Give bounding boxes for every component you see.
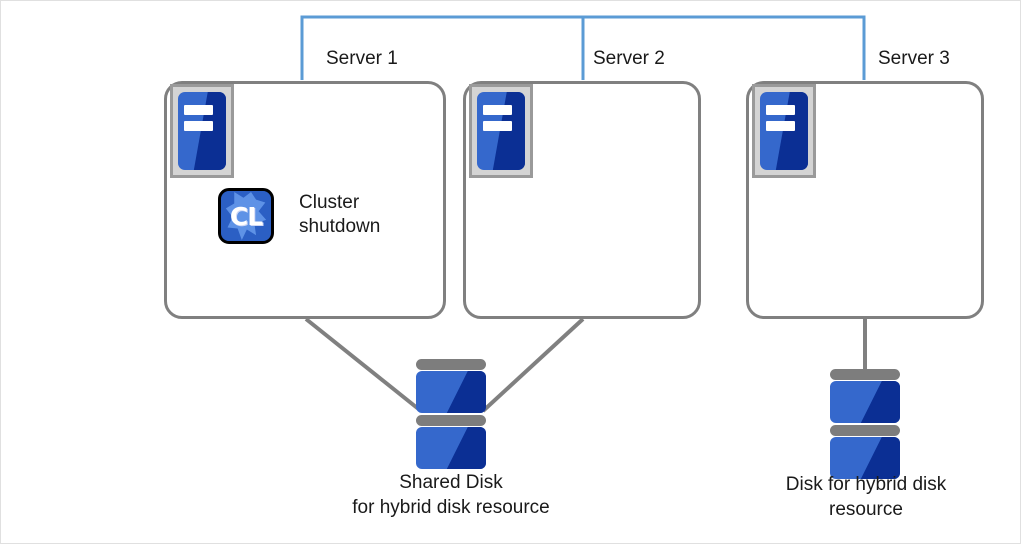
- disk-body-1: [416, 371, 486, 413]
- disk-shade: [446, 427, 486, 469]
- disk-platter-bar-2: [416, 415, 486, 426]
- server-icon-1: [170, 84, 234, 178]
- connector-server1-shared-disk: [304, 317, 423, 413]
- cl-icon-text: CL: [229, 201, 263, 231]
- server-label-1: Server 1: [326, 48, 398, 69]
- disk-platter-bar-1: [416, 359, 486, 370]
- server-label-2: Server 2: [593, 48, 665, 69]
- server-icon-2: [469, 84, 533, 178]
- server-icon-shade: [775, 92, 808, 170]
- server-icon-bar-2: [183, 120, 213, 131]
- local-disk-icon[interactable]: [830, 369, 900, 479]
- server-icon-shade: [193, 92, 226, 170]
- server-icon-bar-1: [765, 105, 795, 116]
- disk-shade: [446, 371, 486, 413]
- cluster-shutdown-icon[interactable]: CL: [218, 188, 274, 244]
- shared-disk-icon[interactable]: [416, 359, 486, 469]
- connector-server2-shared-disk: [481, 317, 585, 413]
- disk-platter-bar-2: [830, 425, 900, 436]
- disk-body-1: [830, 381, 900, 423]
- disk-body-2: [416, 427, 486, 469]
- server-icon-bar-2: [765, 120, 795, 131]
- server-label-3: Server 3: [878, 48, 950, 69]
- server-icon-bar-2: [482, 120, 512, 131]
- server-icon-body: [178, 92, 226, 170]
- shared-disk-caption: Shared Disk for hybrid disk resource: [352, 472, 550, 518]
- server-icon-bar-1: [183, 105, 213, 116]
- disk-platter-bar-1: [830, 369, 900, 380]
- disk-body-2: [830, 437, 900, 479]
- cluster-shutdown-caption: Cluster shutdown: [299, 192, 381, 237]
- disk-shade: [860, 381, 900, 423]
- interconnect-bracket: [300, 15, 866, 80]
- server-icon-3: [752, 84, 816, 178]
- server-icon-bar-1: [482, 105, 512, 116]
- server-icon-body: [477, 92, 525, 170]
- server-icon-shade: [492, 92, 525, 170]
- local-disk-caption: Disk for hybrid disk resource: [785, 474, 947, 520]
- server-icon-body: [760, 92, 808, 170]
